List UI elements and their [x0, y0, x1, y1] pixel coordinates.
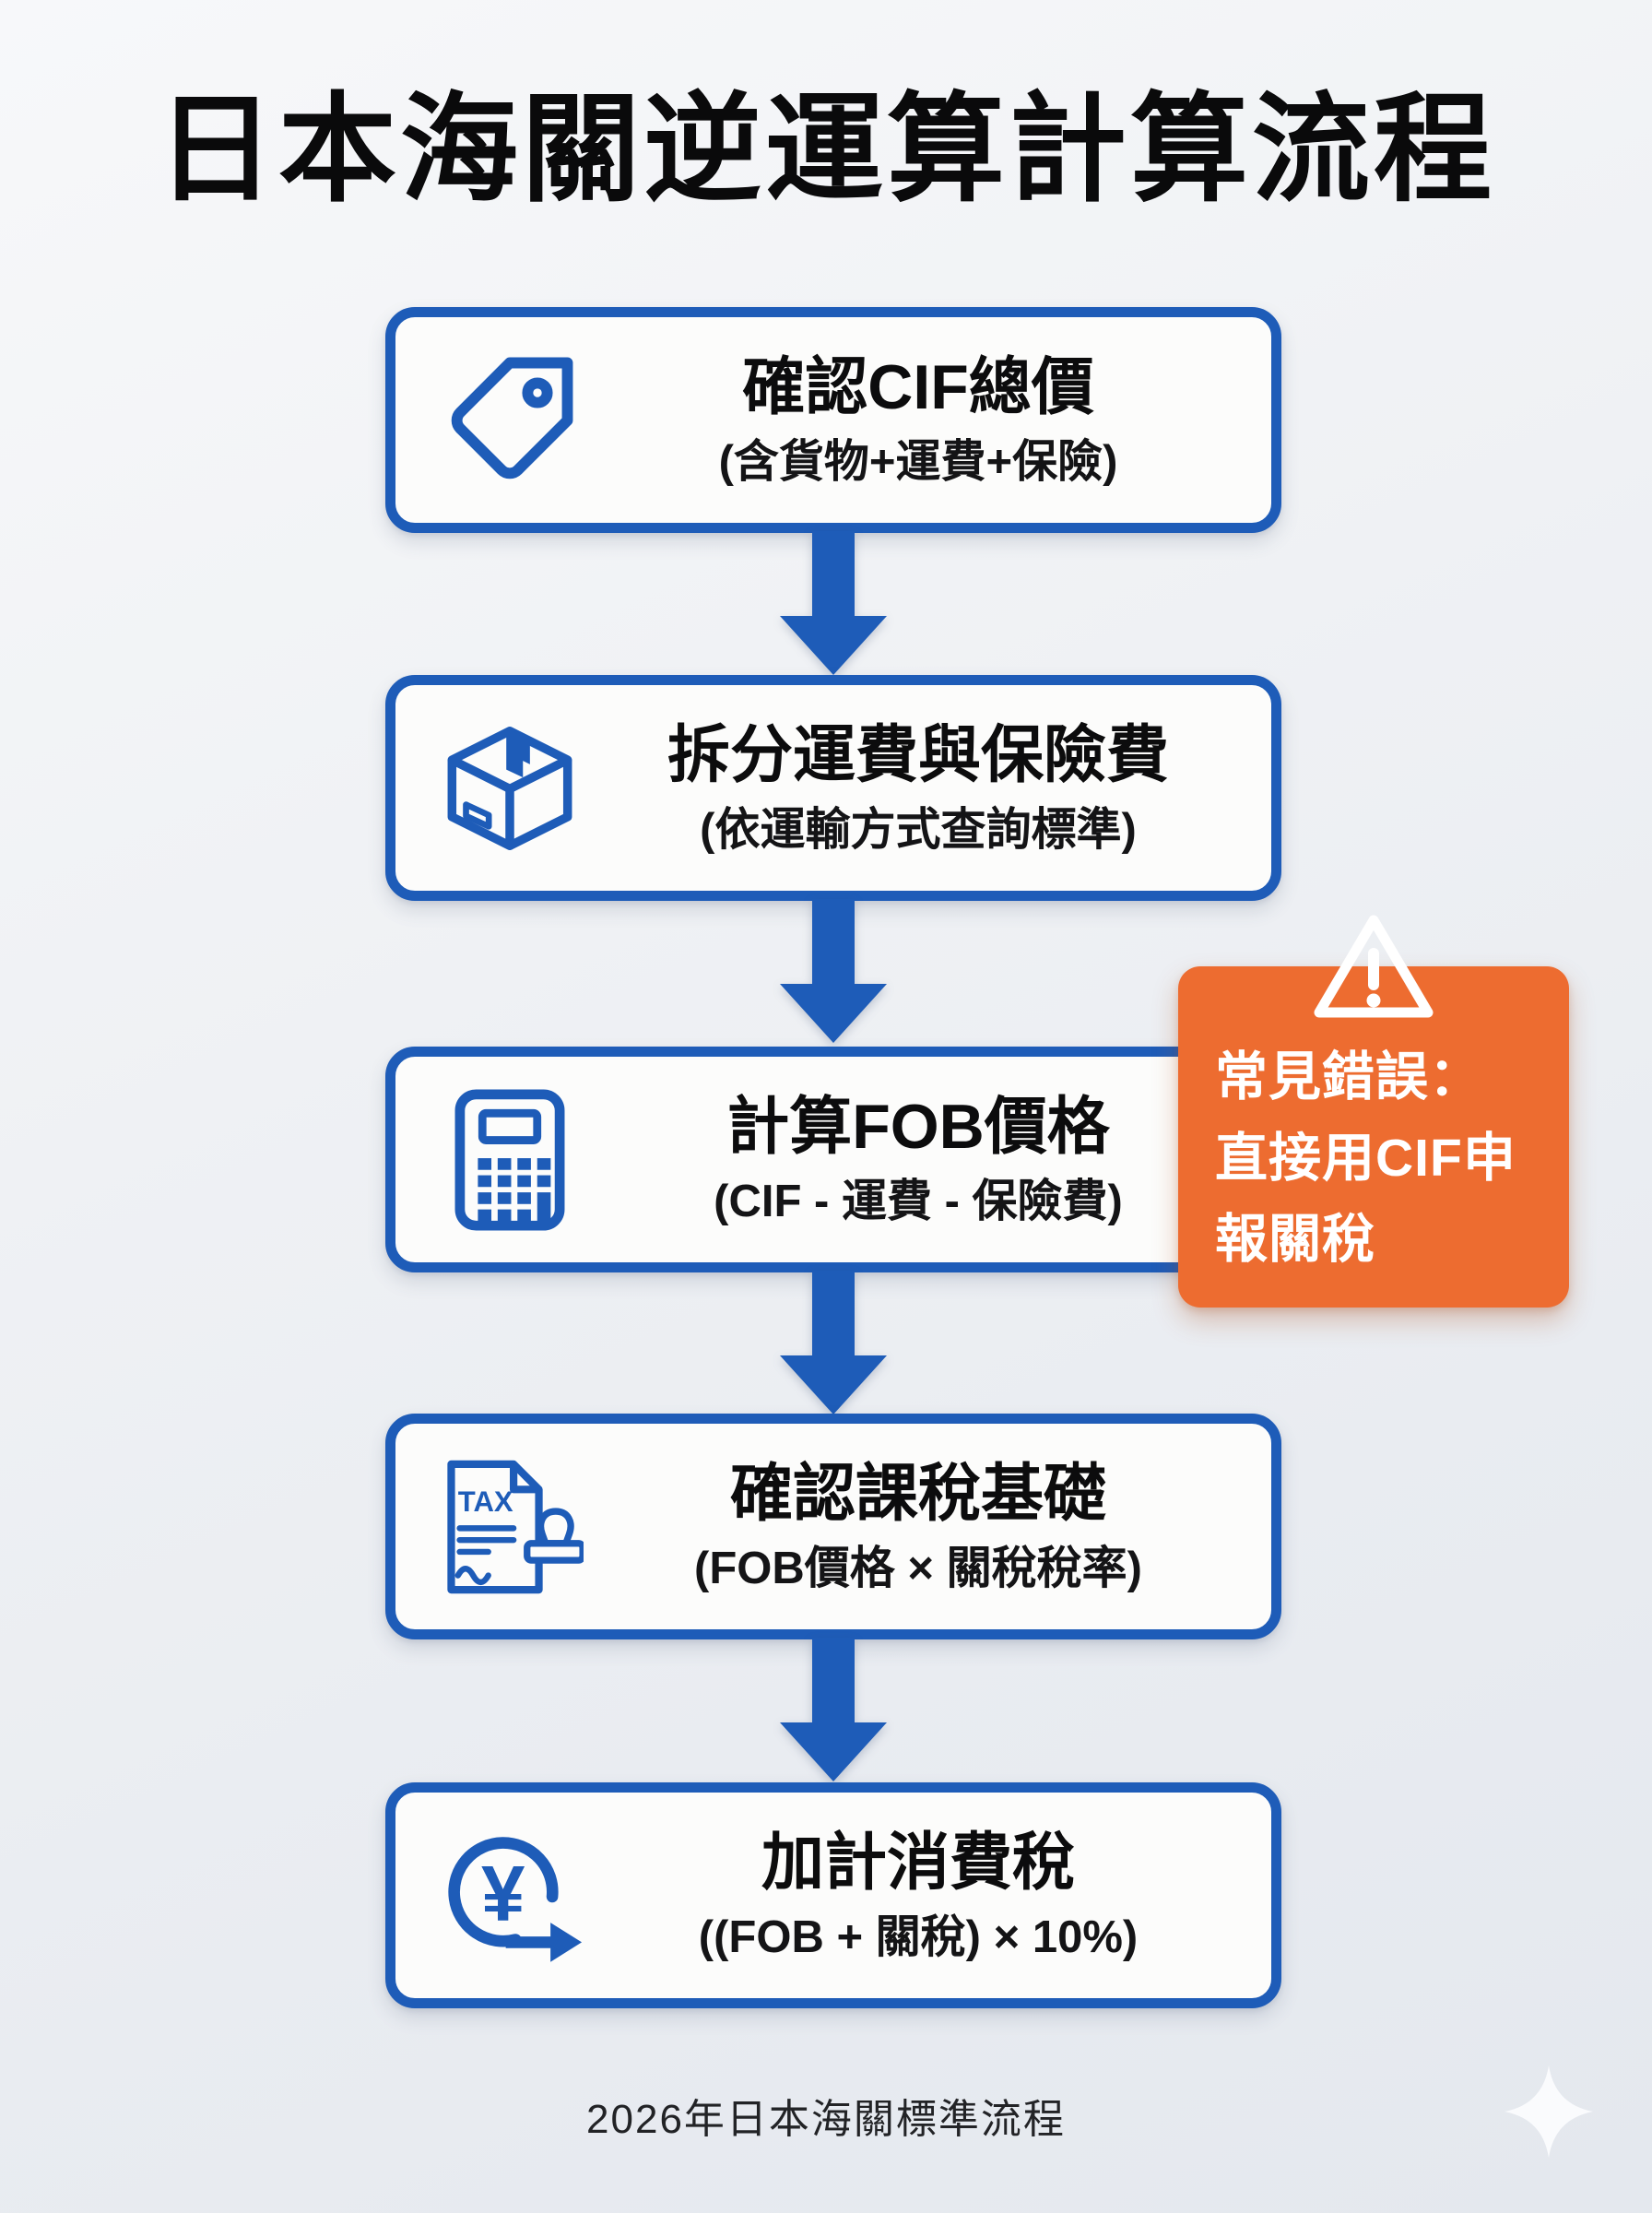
flow-arrow-down-icon	[780, 531, 887, 675]
step-title: 確認課稅基礎	[729, 1459, 1106, 1530]
svg-text:¥: ¥	[481, 1851, 525, 1938]
step-title: 計算FOB價格	[726, 1092, 1110, 1163]
step-box-confirm-cif: 確認CIF總價 (含貨物+運費+保險)	[385, 307, 1281, 533]
calculator-icon	[436, 1088, 584, 1232]
sparkle-icon	[1504, 2065, 1593, 2158]
step-title: 加計消費稅	[761, 1828, 1075, 1899]
callout-heading: 常見錯誤：	[1215, 1047, 1482, 1106]
step-box-tax-base: TAX 確認課稅基礎 (FOB價格 × 關稅稅率)	[385, 1414, 1281, 1639]
package-icon	[436, 720, 584, 857]
warning-icon	[1311, 909, 1436, 1030]
common-error-callout: 常見錯誤： 直接用CIF申報關稅	[1178, 915, 1569, 1308]
step-box-split-freight: 拆分運費與保險費 (依運輸方式查詢標準)	[385, 675, 1281, 901]
step-subtitle: (依運輸方式查詢標準)	[700, 804, 1137, 855]
price-tag-icon	[436, 351, 584, 490]
step-box-calc-fob: 計算FOB價格 (CIF - 運費 - 保險費)	[385, 1047, 1281, 1272]
step-subtitle: (FOB價格 × 關稅稅率)	[694, 1543, 1142, 1593]
tax-stamp-icon: TAX	[436, 1454, 584, 1600]
svg-text:TAX: TAX	[458, 1485, 513, 1518]
flow-arrow-down-icon	[780, 1638, 887, 1781]
flow-arrow-down-icon	[780, 1271, 887, 1414]
step-subtitle: (含貨物+運費+保險)	[718, 436, 1118, 487]
step-title: 拆分運費與保險費	[667, 720, 1169, 791]
footer-note: 2026年日本海關標準流程	[586, 2097, 1066, 2142]
flow-arrow-down-icon	[780, 899, 887, 1043]
callout-body: 直接用CIF申報關稅	[1215, 1129, 1516, 1269]
step-subtitle: (CIF - 運費 - 保險費)	[714, 1176, 1123, 1226]
yen-cycle-icon: ¥	[436, 1827, 584, 1965]
step-title: 確認CIF總價	[742, 352, 1094, 423]
step-box-consumption-tax: ¥ 加計消費稅 ((FOB + 關稅) × 10%)	[385, 1782, 1281, 2008]
step-subtitle: ((FOB + 關稅) × 10%)	[698, 1911, 1139, 1962]
page-title: 日本海關逆運算計算流程	[156, 84, 1495, 216]
